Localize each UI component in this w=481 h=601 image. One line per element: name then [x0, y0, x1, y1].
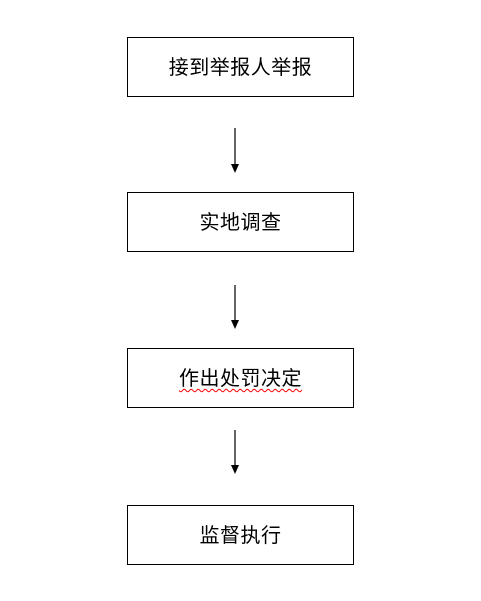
- step-box-penalty-decision: 作出处罚决定: [127, 348, 354, 408]
- arrow-down-icon: [229, 430, 241, 475]
- arrow-down-icon: [229, 285, 241, 330]
- step-label: 实地调查: [199, 210, 282, 234]
- step-box-report-received: 接到举报人举报: [127, 37, 354, 97]
- step-label: 接到举报人举报: [168, 55, 313, 79]
- arrow-down-icon: [229, 128, 241, 174]
- step-label: 监督执行: [199, 523, 282, 547]
- step-box-site-investigation: 实地调查: [127, 192, 354, 252]
- step-box-supervise-execution: 监督执行: [127, 505, 354, 565]
- step-label: 作出处罚决定: [179, 366, 302, 390]
